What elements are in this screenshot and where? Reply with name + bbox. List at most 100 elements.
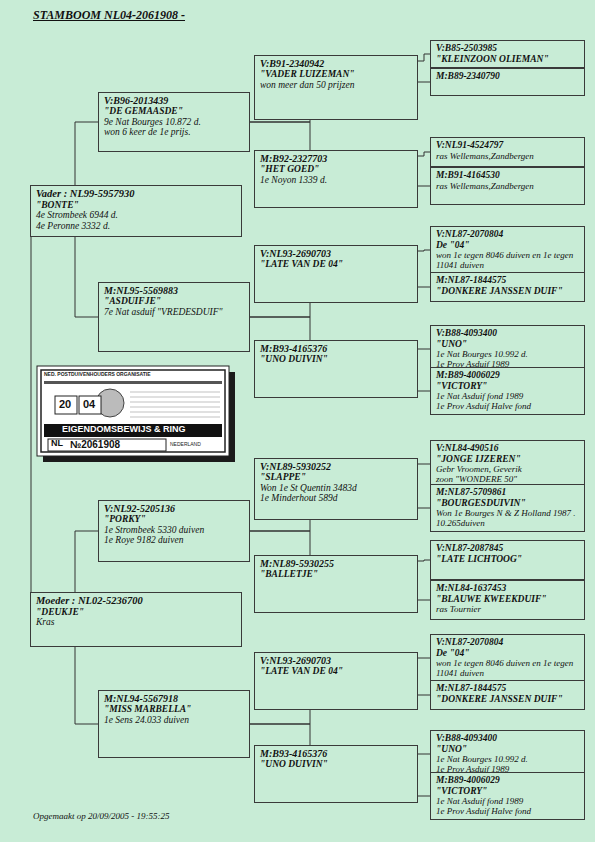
pigeon-name: "VICTORY" — [436, 381, 579, 392]
result-text: 9e Nat Bourges 10.872 d. — [104, 117, 244, 128]
pigeon-name: "KLEINZOON OLIEMAN" — [436, 54, 579, 65]
ring-number: V:NL91-4524797 — [436, 140, 579, 151]
result-text: De "04" — [436, 240, 579, 251]
pigeon-name: "LATE LICHTOOG" — [436, 554, 579, 565]
pigeon-box: M:B93-4165376"UNO DUIVIN" — [254, 340, 418, 398]
result-text: 1e Nat Bourges 10.992 d. — [436, 349, 579, 359]
ring-number: V:NL87-2087845 — [436, 543, 579, 554]
ring-number: V:B85-2503985 — [436, 43, 579, 54]
year-box — [55, 396, 77, 414]
pigeon-name: "DONKERE JANSSEN DUIF" — [436, 694, 579, 705]
pedigree-line — [75, 647, 98, 724]
pigeon-name: "PORKY" — [104, 514, 244, 525]
ring-number: M:B91-4164530 — [436, 170, 579, 181]
result-text: 4e Strombeek 6944 d. — [36, 210, 236, 221]
result-text: Kras — [36, 617, 236, 628]
pigeon-box: V:NL87-2070804De "04"won 1e tegen 8046 d… — [430, 226, 585, 274]
ring-number: M:NL94-5567918 — [104, 693, 244, 704]
pigeon-box: V:B88-4093400"UNO"1e Nat Bourges 10.992 … — [430, 325, 585, 373]
certificate-text: 20 — [59, 398, 71, 410]
result-text: 4e Peronne 3332 d. — [36, 221, 236, 232]
card-ornament — [130, 392, 220, 417]
pigeon-box: V:NL87-2070804De "04"won 1e tegen 8046 d… — [430, 634, 585, 682]
ring-number: V:B96-2013439 — [104, 95, 244, 106]
year-box — [79, 396, 101, 414]
result-text: 1e Prov Asduif Halve fond — [436, 806, 579, 816]
ring-number: V:NL92-5205136 — [104, 503, 244, 514]
pedigree-line — [418, 287, 430, 288]
pigeon-name: "SLAPPE" — [260, 472, 412, 483]
pedigree-line — [250, 303, 310, 317]
certificate-text: NED. POSTDUIVENHOUDERS ORGANISATIE — [44, 372, 151, 378]
result-text: 1e Nat Asduif fond 1989 — [436, 796, 579, 806]
ring-number: V:NL87-2070804 — [436, 637, 579, 648]
result-text: 1e Nat Asduif fond 1989 — [436, 391, 579, 401]
pedigree-line — [418, 600, 430, 601]
ring-number: Vader : NL99-5957930 — [36, 188, 236, 200]
pedigree-line — [250, 520, 310, 531]
pigeon-name: "HET GOED" — [260, 164, 412, 175]
result-text: 1e Strombeek 5330 duiven — [104, 525, 244, 536]
result-text: 1e Roye 9182 duiven — [104, 535, 244, 546]
ring-number: M:NL84-1637453 — [436, 583, 579, 594]
result-text: won meer dan 50 prijzen — [260, 80, 412, 91]
pedigree-line — [250, 317, 310, 340]
pigeon-name: "VICTORY" — [436, 786, 579, 797]
pigeon-box: M:B89-4006029"VICTORY"1e Nat Asduif fond… — [430, 367, 585, 415]
pigeon-name: "BLAUWE KWEEKDUIF" — [436, 594, 579, 605]
pigeon-name: "VADER LUIZEMAN" — [260, 69, 412, 80]
pigeon-name: "LATE VAN DE 04" — [260, 666, 412, 677]
result-text: 1e Sens 24.033 duiven — [104, 715, 244, 726]
pigeon-box: V:NL89-5930252"SLAPPE"Won 1e St Quentin … — [254, 458, 418, 520]
pedigree-line — [418, 186, 430, 187]
ring-number: V:B91-2340942 — [260, 58, 412, 69]
pedigree-line — [418, 464, 430, 465]
pigeon-name: "LATE VAN DE 04" — [260, 259, 412, 270]
pigeon-name: "DEUKJE" — [36, 607, 236, 618]
pigeon-name: "UNO" — [436, 744, 579, 755]
pigeon-box: M:B92-2327703"HET GOED"1e Noyon 1339 d. — [254, 150, 418, 208]
ring-number: M:B93-4165376 — [260, 343, 412, 354]
result-text: won 1e tegen 8046 duiven en 1e tegen 110… — [436, 250, 579, 270]
ring-number: M:NL87-1844575 — [436, 683, 579, 694]
pigeon-name: "DE GEMAASDE" — [104, 106, 244, 117]
result-text: won 6 keer de 1e prijs. — [104, 127, 244, 138]
pigeon-box: V:NL84-490516"JONGE IJZEREN"Gebr Vroomen… — [430, 440, 585, 488]
ring-number: M:B89-4006029 — [436, 775, 579, 786]
pigeon-box: M:B89-4006029"VICTORY"1e Nat Asduif fond… — [430, 772, 585, 820]
card-frame — [41, 370, 225, 452]
pigeon-name: "DONKERE JANSSEN DUIF" — [436, 286, 579, 297]
pigeon-name: "BONTE" — [36, 200, 236, 211]
ring-number: V:B88-4093400 — [436, 733, 579, 744]
ring-number: M:B92-2327703 — [260, 153, 412, 164]
result-text: ras Wellemans,Zandbergen — [436, 151, 579, 161]
certificate-text: NEDERLAND — [170, 442, 201, 448]
ring-number: V:NL93-2690703 — [260, 655, 412, 666]
pigeon-name: "BOURGESDUIVIN" — [436, 498, 579, 509]
pigeon-box: V:NL87-2087845"LATE LICHTOOG" — [430, 540, 585, 580]
pigeon-box: M:NL87-1844575"DONKERE JANSSEN DUIF" — [430, 680, 585, 710]
ring-number: V:B88-4093400 — [436, 328, 579, 339]
pigeon-box: M:NL94-5567918"MISS MARBELLA"1e Sens 24.… — [98, 690, 250, 758]
ring-number: V:NL93-2690703 — [260, 248, 412, 259]
ring-number: V:NL89-5930252 — [260, 461, 412, 472]
pigeon-box: M:B93-4165376"UNO DUIVIN" — [254, 745, 418, 803]
result-text: 1e Noyon 1339 d. — [260, 175, 412, 186]
pigeon-box: V:NL91-4524797ras Wellemans,Zandbergen — [430, 137, 585, 167]
pedigree-line — [75, 237, 98, 317]
pigeon-box: M:B89-2340790 — [430, 68, 585, 96]
certificate-text: EIGENDOMSBEWIJS & RING — [62, 425, 186, 435]
pedigree-line — [75, 531, 98, 592]
pigeon-name: "JONGE IJZEREN" — [436, 454, 579, 465]
ring-number: M:NL87-1844575 — [436, 275, 579, 286]
pigeon-name: "UNO DUIVIN" — [260, 354, 412, 365]
pigeon-box: M:B91-4164530ras Wellemans,Zandbergen — [430, 167, 585, 205]
pigeon-box: V:NL93-2690703"LATE VAN DE 04" — [254, 245, 418, 303]
certificate-text: №2061908 — [70, 439, 120, 450]
pedigree-title: STAMBOOM NL04-2061908 - — [33, 8, 185, 23]
card-rule — [44, 381, 222, 384]
result-text: ras Tournier — [436, 604, 579, 614]
pedigree-line — [250, 531, 310, 555]
